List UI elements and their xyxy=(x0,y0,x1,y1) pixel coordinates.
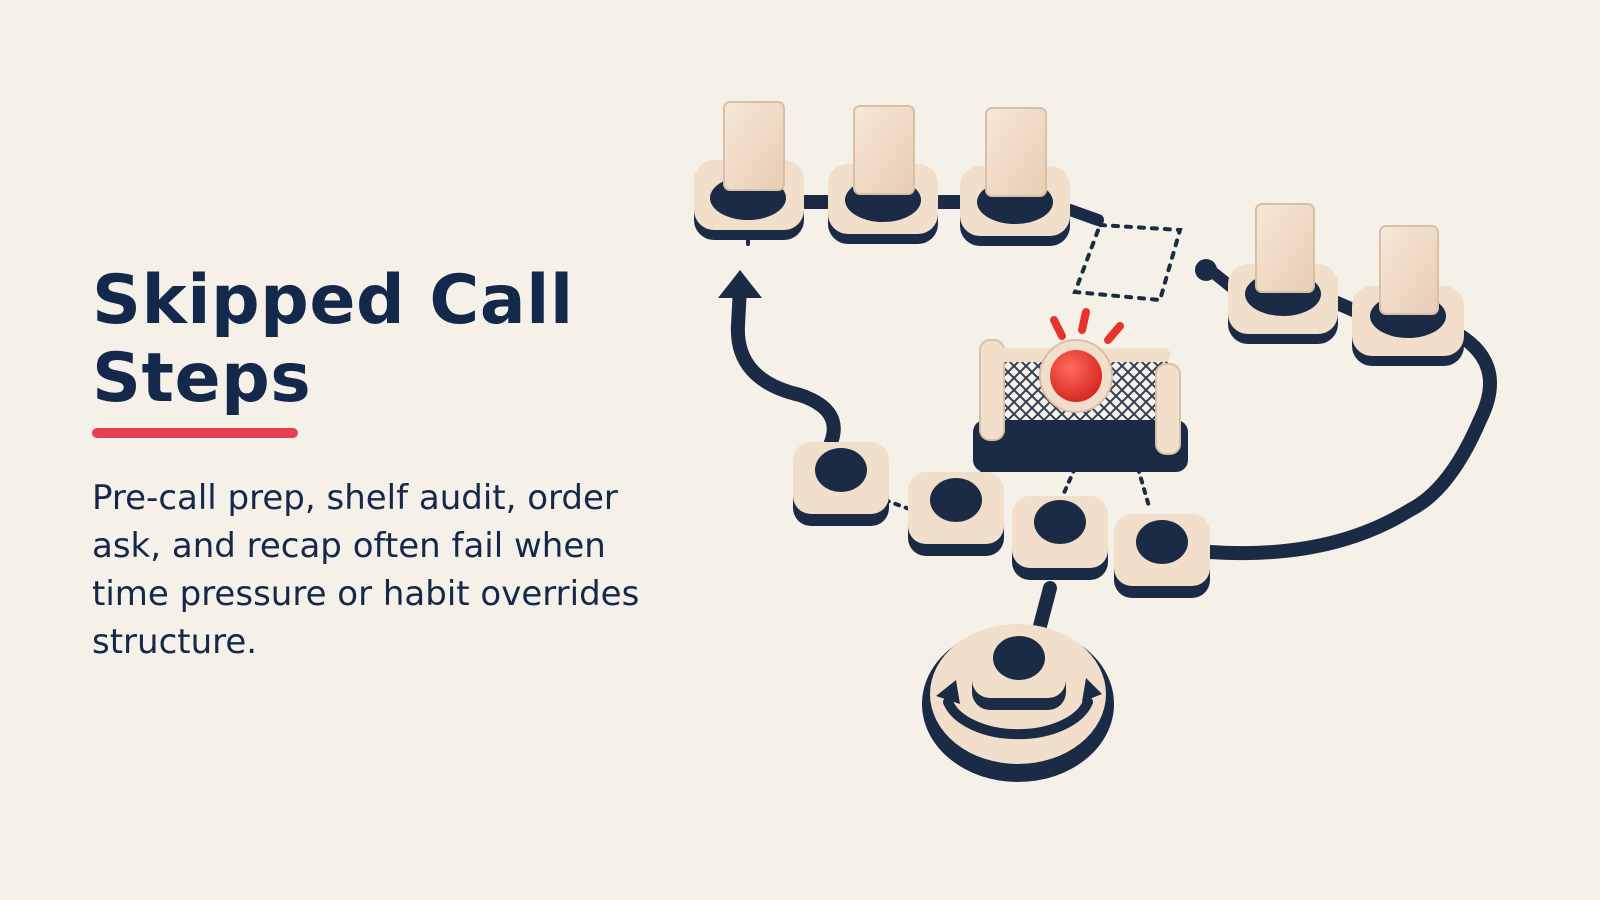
button-node-icon xyxy=(1012,496,1108,580)
card-station-icon xyxy=(1228,203,1338,344)
path-arrow-icon xyxy=(718,270,762,298)
missing-step-icon xyxy=(1072,222,1217,303)
button-node-icon xyxy=(1114,514,1210,598)
card-station-icon xyxy=(694,101,804,240)
cycle-arrow-icon xyxy=(922,624,1114,782)
card-station-icon xyxy=(1352,225,1464,366)
button-node-icon xyxy=(793,442,889,526)
path-tubes xyxy=(730,195,1497,652)
alarm-button-icon xyxy=(1039,308,1124,413)
title-line-2: Steps xyxy=(92,339,312,418)
call-steps-diagram xyxy=(694,101,1497,782)
card-station-icon xyxy=(960,107,1070,246)
card-station-icon xyxy=(828,105,938,244)
button-node-icon xyxy=(908,472,1004,556)
slide-body: Pre-call prep, shelf audit, order ask, a… xyxy=(92,478,640,662)
title-underline xyxy=(92,428,298,438)
title-line-1: Skipped Call xyxy=(92,261,574,340)
